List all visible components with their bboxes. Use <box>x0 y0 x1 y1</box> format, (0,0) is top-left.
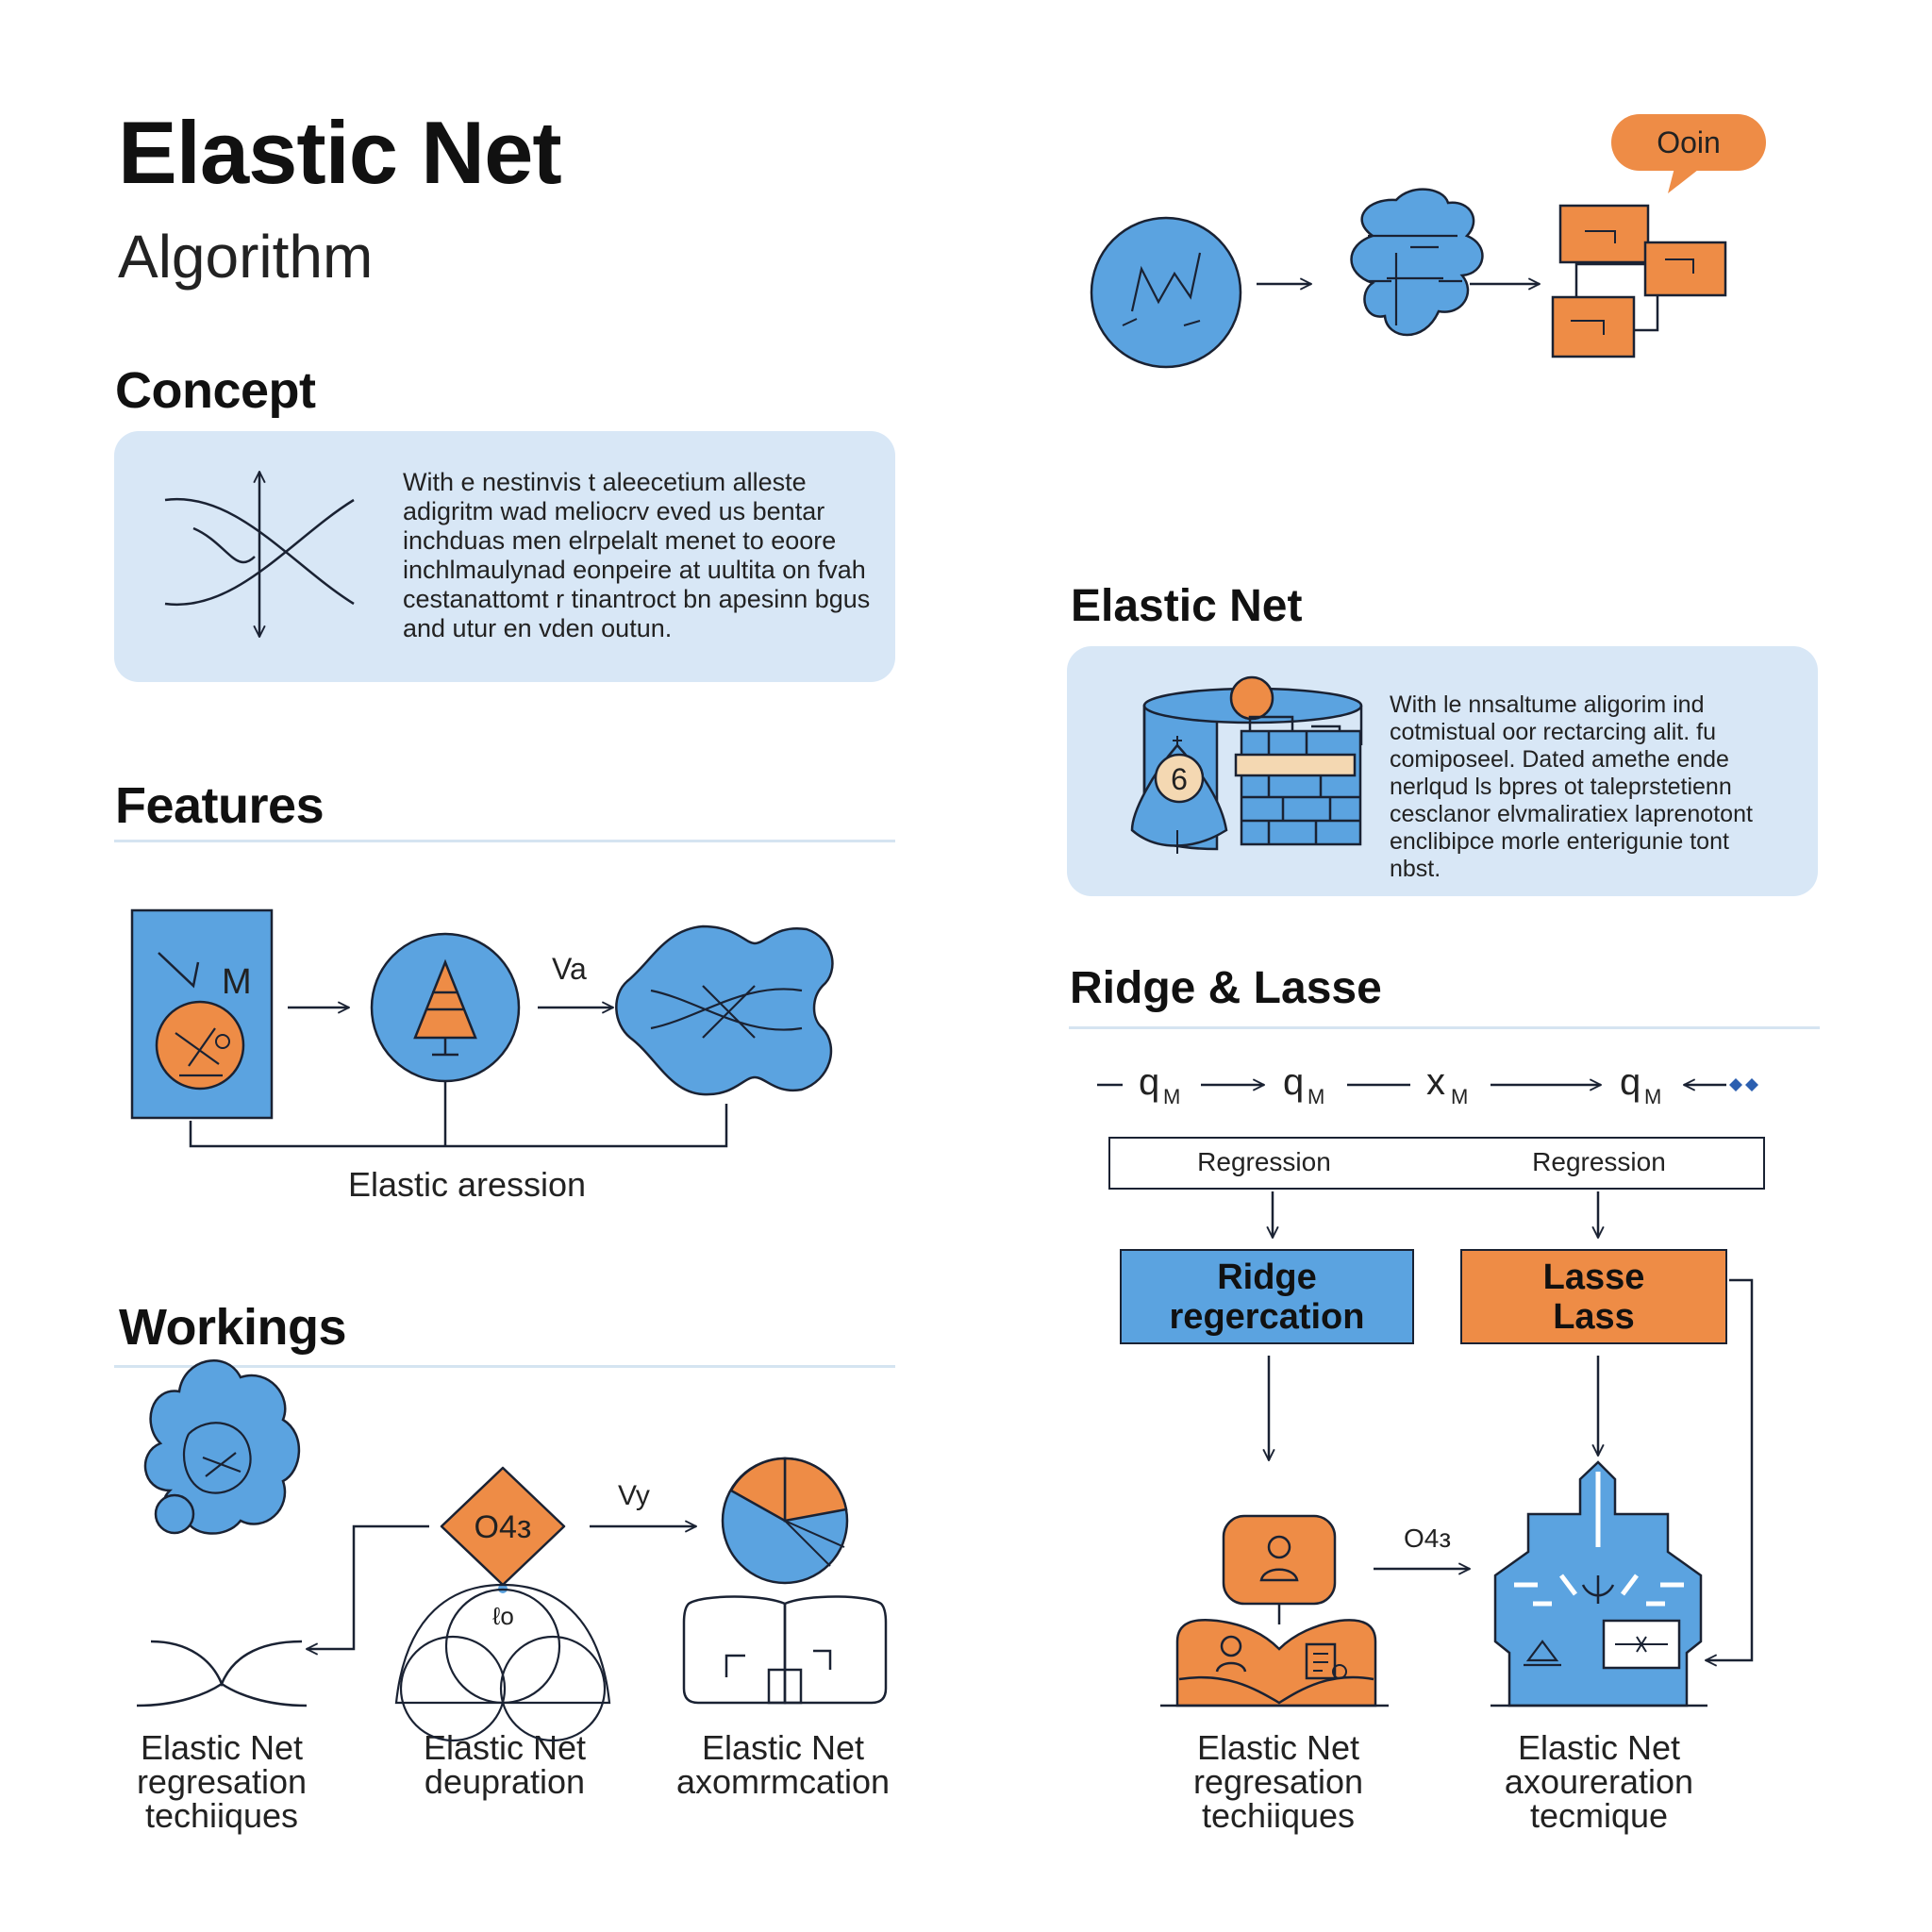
ridge-lasso-arrow-label: O4з <box>1404 1524 1451 1553</box>
ridge-regression-box: Ridge regercation <box>1120 1249 1414 1344</box>
elastic-net-database-icon: 6 <box>1130 675 1363 854</box>
elastic-net-brick-wall-icon <box>1234 715 1362 846</box>
concept-heading: Concept <box>115 362 316 419</box>
sequence-symbol-3: x <box>1426 1061 1445 1103</box>
ridge-lasso-caption-1: Elastic Net regresation techiiques <box>1192 1728 1364 1835</box>
features-tree-circle-icon <box>370 932 521 1083</box>
features-blob-icon <box>615 924 834 1096</box>
workings-book-icon <box>682 1595 888 1705</box>
features-caption: Elastic aression <box>347 1165 587 1204</box>
workings-diamond-label: O4з <box>475 1509 532 1545</box>
speech-bubble: Ooin <box>1611 114 1766 171</box>
ridge-lasso-divider <box>1069 1026 1820 1029</box>
elastic-net-text: With le nnsaltume aligorim ind cotmistua… <box>1390 691 1753 882</box>
elastic-net-circle-label: 6 <box>1171 762 1188 796</box>
workings-caption-2: Elastic Net deupration <box>423 1728 587 1801</box>
top-flow-cards-icon <box>1551 204 1727 358</box>
machine-structure-icon <box>1491 1460 1707 1707</box>
features-arrow-label: Va <box>552 952 587 986</box>
workings-pie-icon <box>721 1457 849 1585</box>
ridge-regression-label: Ridge regercation <box>1169 1257 1365 1337</box>
lasso-regression-box: Lasse Lass <box>1460 1249 1727 1344</box>
sequence-sub-4: M <box>1644 1085 1661 1108</box>
workings-dome-label: ℓo <box>492 1602 514 1630</box>
regression-box <box>1108 1137 1765 1190</box>
features-feature-box-icon: M <box>130 908 274 1120</box>
sequence-symbol-4: q <box>1620 1061 1641 1103</box>
concept-curves-icon <box>164 472 355 637</box>
workings-heading: Workings <box>119 1299 347 1356</box>
workings-diamond-icon: O4з <box>440 1466 566 1593</box>
elastic-net-heading: Elastic Net <box>1071 581 1303 631</box>
workings-caption-3: Elastic Net axomrmcation <box>675 1728 891 1801</box>
sequence-symbol-2: q <box>1283 1061 1304 1103</box>
ridge-lasso-sequence: q M q M x M q M <box>1097 1061 1758 1108</box>
person-document-icon <box>1160 1514 1389 1707</box>
top-flow-chart-circle-icon <box>1090 216 1242 369</box>
features-heading: Features <box>115 777 325 834</box>
sequence-sub-1: M <box>1163 1085 1180 1108</box>
sequence-sub-3: M <box>1451 1085 1468 1108</box>
regression-label-1: Regression <box>1197 1147 1331 1176</box>
features-divider <box>114 840 895 842</box>
top-flow-cloud-icon <box>1350 188 1484 337</box>
workings-brain-icon <box>143 1359 301 1535</box>
workings-dome-icon: ℓo <box>394 1583 611 1742</box>
page-subtitle: Algorithm <box>118 223 374 291</box>
sequence-symbol-1: q <box>1139 1061 1159 1103</box>
lasso-regression-label: Lasse Lass <box>1542 1257 1645 1337</box>
ridge-lasso-heading: Ridge & Lasse <box>1070 963 1382 1013</box>
ridge-lasso-caption-2: Elastic Net axoureration tecmique <box>1504 1728 1694 1835</box>
feature-box-letter: M <box>222 962 252 1002</box>
workings-divider <box>114 1365 895 1368</box>
sequence-sub-2: M <box>1307 1085 1324 1108</box>
concept-card <box>114 431 895 682</box>
page-title: Elastic Net <box>118 103 562 202</box>
workings-arrow-label: Vy <box>618 1480 650 1511</box>
workings-caption-1: Elastic Net regresation techiiques <box>136 1728 308 1835</box>
concept-text: With e nestinvis t aleecetium alleste ad… <box>403 468 871 642</box>
regression-label-2: Regression <box>1532 1147 1666 1176</box>
